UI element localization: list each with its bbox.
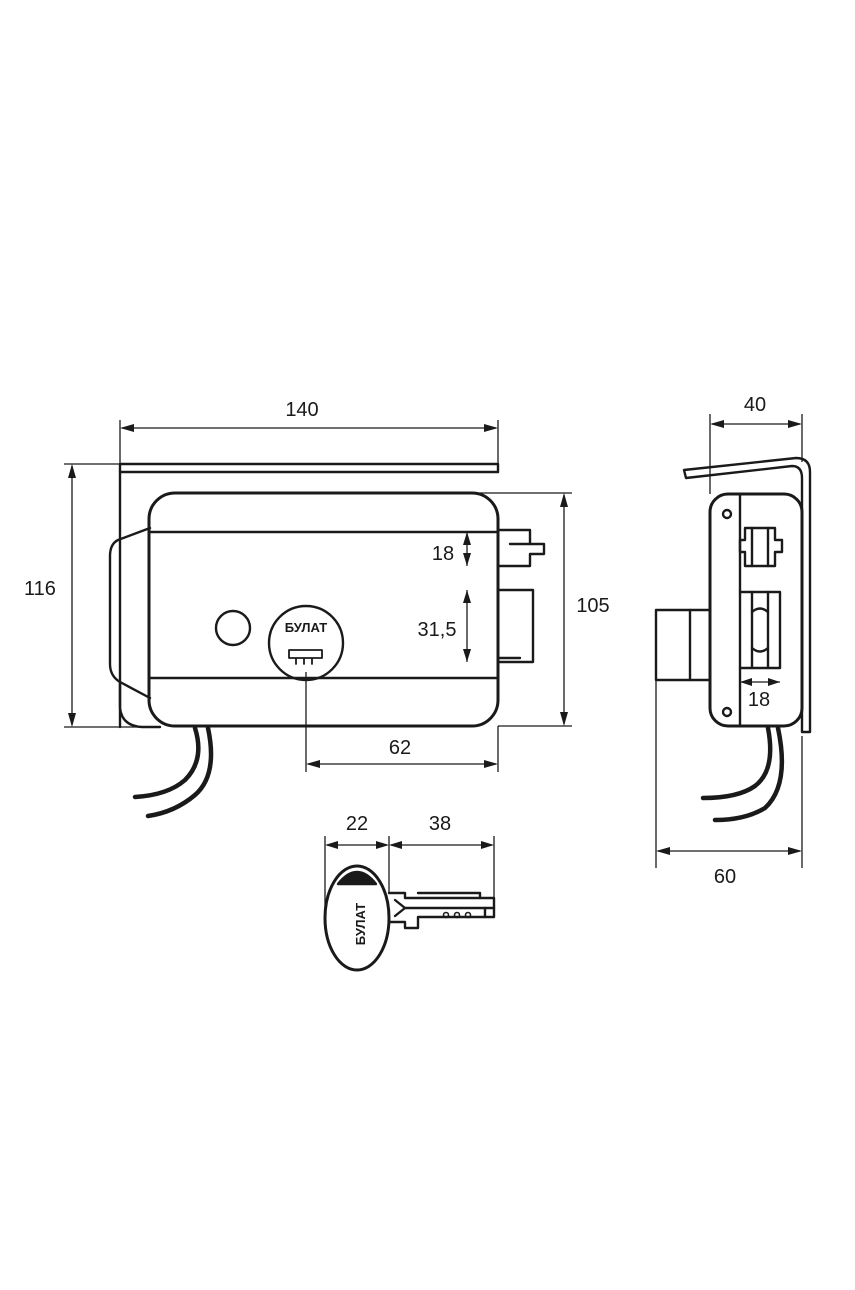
dim-body-height-label: 105 bbox=[576, 595, 609, 617]
dim-bolt-small-label: 18 bbox=[432, 543, 454, 565]
side-view: 40 18 60 bbox=[654, 394, 812, 888]
side-wire-1 bbox=[700, 725, 773, 801]
dim-key-blade-label: 38 bbox=[429, 813, 451, 835]
key-head bbox=[323, 864, 391, 972]
side-wire-2 bbox=[712, 725, 785, 823]
side-screw-top bbox=[721, 508, 733, 520]
dim-total-depth-label: 60 bbox=[714, 866, 736, 888]
side-latch-small bbox=[738, 526, 784, 568]
key-dimple-2 bbox=[453, 911, 461, 919]
key-view: БУЛАТ 22 38 bbox=[323, 813, 496, 972]
release-button bbox=[214, 609, 252, 647]
dim-bolt-width-label: 18 bbox=[748, 689, 770, 711]
side-dead-bolt bbox=[738, 590, 782, 670]
housing-left-foot bbox=[118, 680, 162, 729]
wire-1 bbox=[132, 725, 201, 800]
side-bracket bbox=[682, 456, 812, 734]
dim-bolt-large-label: 31,5 bbox=[418, 619, 457, 641]
side-cylinder bbox=[654, 608, 712, 682]
dim-cylinder-offset-label: 62 bbox=[389, 737, 411, 759]
dim-key-head-label: 22 bbox=[346, 813, 368, 835]
dim-height-label: 116 bbox=[24, 578, 56, 600]
key-cylinder bbox=[267, 604, 345, 682]
key-brand-label: БУЛАТ bbox=[353, 903, 368, 945]
dim-width-label: 140 bbox=[285, 399, 318, 421]
key-head-hole bbox=[336, 870, 378, 886]
latch-bolt-small bbox=[496, 528, 546, 568]
mounting-plate bbox=[118, 462, 500, 729]
wire-2 bbox=[145, 725, 214, 819]
housing-left-bump bbox=[108, 526, 152, 700]
key-dimple-1 bbox=[442, 911, 450, 919]
cylinder-brand-label: БУЛАТ bbox=[285, 620, 327, 635]
keyhole-icon bbox=[288, 649, 323, 665]
front-view: БУЛАТ 140 116 105 18 bbox=[24, 399, 610, 819]
key-dimple-3 bbox=[464, 911, 472, 919]
dead-bolt-large bbox=[496, 588, 535, 664]
side-screw-bottom bbox=[721, 706, 733, 718]
key-blade bbox=[387, 891, 496, 930]
lock-body bbox=[147, 491, 500, 728]
dim-depth-label: 40 bbox=[744, 394, 766, 416]
